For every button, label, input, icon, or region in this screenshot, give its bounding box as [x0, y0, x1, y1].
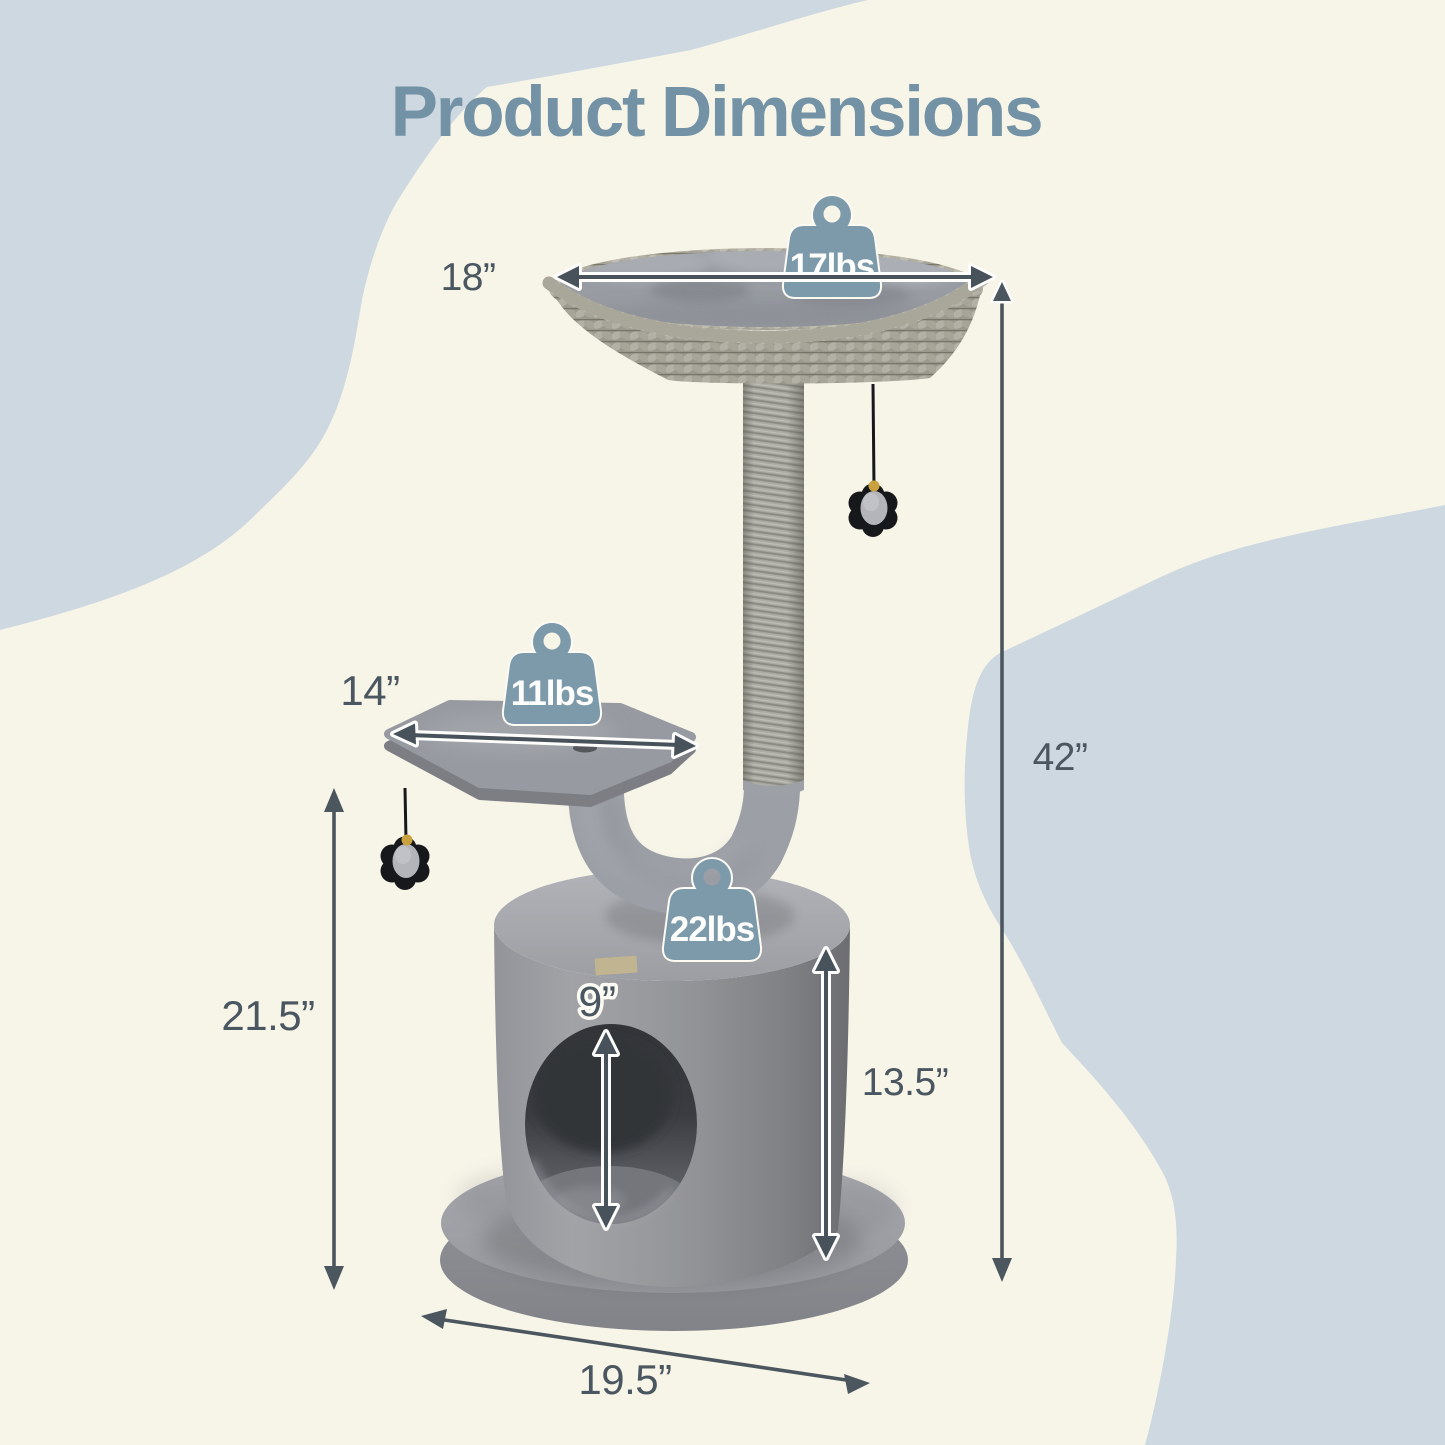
- svg-text:Product Dimensions: Product Dimensions: [391, 73, 1042, 152]
- svg-text:22lbs: 22lbs: [670, 910, 755, 949]
- svg-text:9”: 9”: [578, 978, 615, 1026]
- svg-text:11lbs: 11lbs: [511, 674, 594, 713]
- svg-text:18”: 18”: [441, 256, 496, 299]
- svg-text:21.5”: 21.5”: [221, 992, 314, 1039]
- svg-text:14”: 14”: [340, 667, 399, 714]
- svg-text:13.5”: 13.5”: [862, 1061, 948, 1104]
- svg-text:42”: 42”: [1033, 736, 1088, 779]
- svg-text:19.5”: 19.5”: [578, 1356, 671, 1403]
